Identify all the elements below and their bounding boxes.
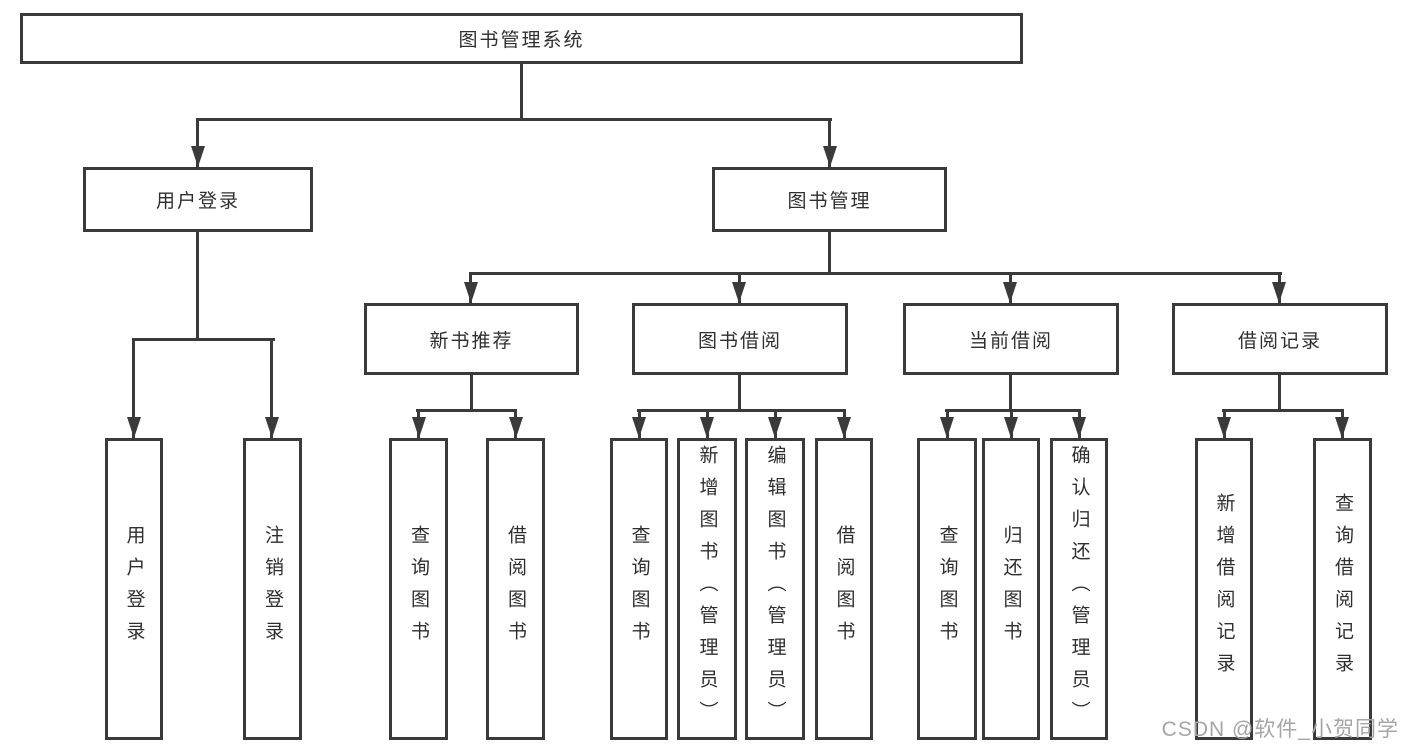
node-label: 确认归还（管理员） xyxy=(1068,445,1090,733)
connector-line xyxy=(1009,375,1012,412)
connector-line xyxy=(196,118,199,167)
node-label: 注销登录 xyxy=(262,525,283,653)
connector-line xyxy=(470,375,473,412)
node-root: 图书管理系统 xyxy=(20,13,1023,64)
connector-line xyxy=(416,409,517,412)
node-logout: 注销登录 xyxy=(243,438,302,740)
node-label: 图书管理系统 xyxy=(458,30,585,51)
node-cb-return-books: 归还图书 xyxy=(982,438,1040,740)
connector-line xyxy=(270,338,273,438)
arrowhead xyxy=(768,417,782,438)
arrowhead xyxy=(412,417,426,438)
arrowhead xyxy=(1217,417,1231,438)
arrowhead xyxy=(127,417,141,438)
arrowhead xyxy=(1003,282,1017,303)
connector-line xyxy=(738,375,741,412)
node-bb-add-books-admin: 新增图书（管理员） xyxy=(677,438,737,740)
connector-line xyxy=(828,232,831,275)
node-label: 新增借阅记录 xyxy=(1213,493,1235,685)
node-label: 查询图书 xyxy=(408,525,429,653)
node-bb-query-books: 查询图书 xyxy=(610,438,668,740)
arrowhead xyxy=(940,417,954,438)
node-label: 归还图书 xyxy=(1000,525,1022,653)
arrowhead xyxy=(265,417,279,438)
connector-line xyxy=(1278,375,1281,412)
node-label: 借阅图书 xyxy=(833,525,855,653)
arrowhead xyxy=(191,146,205,167)
node-label: 编辑图书（管理员） xyxy=(764,445,786,733)
arrowhead xyxy=(837,417,851,438)
connector-line xyxy=(469,272,1282,275)
node-borrow-records: 借阅记录 xyxy=(1172,303,1388,375)
node-label: 查询借阅记录 xyxy=(1332,493,1353,685)
connector-line xyxy=(132,338,135,438)
node-label: 用户登录 xyxy=(155,191,240,212)
node-current-borrow: 当前借阅 xyxy=(903,303,1119,375)
node-user-login: 用户登录 xyxy=(83,167,313,232)
connector-line xyxy=(520,64,523,121)
node-new-book-rec: 新书推荐 xyxy=(364,303,579,375)
node-book-mgmt: 图书管理 xyxy=(712,167,947,232)
node-bb-edit-books-admin: 编辑图书（管理员） xyxy=(745,438,805,740)
arrowhead xyxy=(1272,282,1286,303)
arrowhead xyxy=(1072,417,1086,438)
watermark-text: CSDN @软件_小贺同学 xyxy=(1161,718,1399,741)
arrowhead xyxy=(632,417,646,438)
node-bb-borrow-books: 借阅图书 xyxy=(815,438,873,740)
arrowhead xyxy=(1335,417,1349,438)
node-label: 查询图书 xyxy=(936,525,958,653)
node-br-query-record: 查询借阅记录 xyxy=(1313,438,1372,740)
node-cb-confirm-return-admin: 确认归还（管理员） xyxy=(1050,438,1108,740)
node-label: 用户登录 xyxy=(123,525,145,653)
arrowhead xyxy=(732,282,746,303)
connector-line xyxy=(828,118,831,167)
arrowhead xyxy=(700,417,714,438)
connector-line xyxy=(132,338,275,341)
connector-line xyxy=(196,232,199,341)
node-book-borrow: 图书借阅 xyxy=(632,303,848,375)
node-label: 当前借阅 xyxy=(968,330,1053,352)
node-label: 借阅记录 xyxy=(1237,330,1322,352)
node-label: 图书借阅 xyxy=(697,330,782,352)
node-br-add-record: 新增借阅记录 xyxy=(1195,438,1253,740)
node-nbr-borrow-books: 借阅图书 xyxy=(486,438,545,740)
node-label: 借阅图书 xyxy=(505,525,526,653)
arrowhead xyxy=(509,417,523,438)
node-label: 查询图书 xyxy=(628,525,650,653)
arrowhead xyxy=(1004,417,1018,438)
connector-line xyxy=(1222,409,1343,412)
connector-line xyxy=(196,118,832,121)
node-login: 用户登录 xyxy=(105,438,163,740)
node-cb-query-books: 查询图书 xyxy=(917,438,977,740)
connector-line xyxy=(637,409,845,412)
arrowhead xyxy=(464,282,478,303)
node-nbr-query-books: 查询图书 xyxy=(389,438,448,740)
arrowhead xyxy=(823,146,837,167)
node-label: 新书推荐 xyxy=(429,330,514,352)
node-label: 图书管理 xyxy=(787,191,872,212)
node-label: 新增图书（管理员） xyxy=(696,445,718,733)
